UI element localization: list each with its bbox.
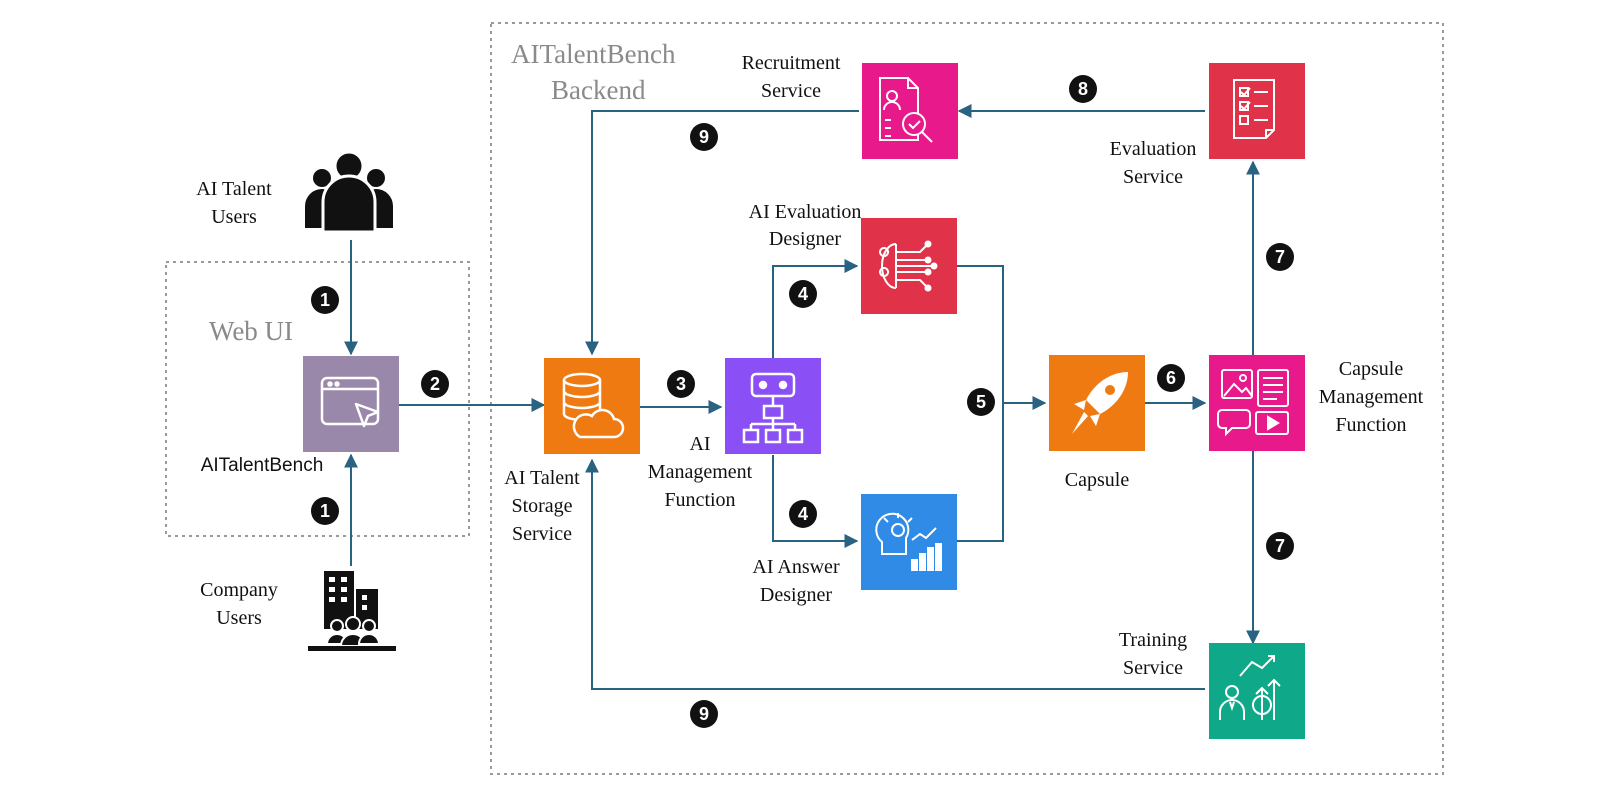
- connector-eval-designer-to-capsule: [953, 265, 1004, 403]
- evaluation-tile: [1209, 63, 1305, 159]
- svg-text:8: 8: [1078, 79, 1088, 99]
- step-badge: 8: [1069, 75, 1097, 103]
- step-badge: 3: [667, 370, 695, 398]
- evaluation-label-line2: Service: [1123, 166, 1183, 188]
- eval-designer-label-line1: AI Evaluation: [749, 201, 862, 223]
- database-cloud-icon: [562, 372, 625, 439]
- answer-designer-node[interactable]: [861, 494, 957, 590]
- step-badge: 9: [690, 123, 718, 151]
- step-badge: 4: [789, 280, 817, 308]
- svg-text:9: 9: [699, 127, 709, 147]
- svg-text:6: 6: [1166, 368, 1176, 388]
- training-tile: [1209, 643, 1305, 739]
- svg-text:4: 4: [798, 504, 808, 524]
- step-badge: 1: [311, 497, 339, 525]
- step-badge: 7: [1266, 532, 1294, 560]
- training-label-line1: Training: [1119, 629, 1187, 651]
- svg-text:4: 4: [798, 284, 808, 304]
- step-badge: 1: [311, 286, 339, 314]
- step-badge: 2: [421, 370, 449, 398]
- capsule-mgmt-label-line1: Capsule: [1339, 358, 1404, 380]
- storage-label-line2: Storage: [511, 495, 572, 517]
- management-label-line3: Function: [664, 489, 735, 511]
- svg-text:1: 1: [320, 290, 330, 310]
- connector-management-to-eval-designer: [772, 259, 859, 358]
- answer-designer-tile: [861, 494, 957, 590]
- management-label-line1: AI: [689, 433, 710, 455]
- evaluation-label-line1: Evaluation: [1110, 138, 1197, 160]
- robot-flowchart-icon: [742, 372, 804, 444]
- step-badge: 7: [1266, 243, 1294, 271]
- storage-label-line1: AI Talent: [504, 467, 580, 489]
- eval-designer-node[interactable]: [861, 218, 957, 314]
- storage-label-line3: Service: [512, 523, 572, 545]
- step-badge: 4: [789, 500, 817, 528]
- recruitment-label-line1: Recruitment: [742, 52, 841, 74]
- webui-group-title: Web UI: [209, 316, 293, 346]
- management-label-line2: Management: [648, 461, 753, 483]
- capsule-node[interactable]: [1049, 355, 1145, 451]
- company-users-label-line2: Users: [216, 607, 262, 629]
- company-users-label-line1: Company: [200, 579, 278, 601]
- webapp-label: AITalentBench: [201, 455, 324, 476]
- backend-group-title: AITalentBench: [511, 39, 676, 69]
- svg-text:9: 9: [699, 704, 709, 724]
- svg-text:7: 7: [1275, 536, 1285, 556]
- recruitment-label-line2: Service: [761, 80, 821, 102]
- answer-designer-label-line1: AI Answer: [752, 556, 840, 578]
- evaluation-node[interactable]: [1209, 63, 1305, 159]
- webui-group-boundary: [165, 261, 470, 537]
- resume-search-icon: [879, 77, 933, 143]
- step-badges: 1 1 2 3 4 4 5 6 7 7 8 9 9: [311, 75, 1294, 728]
- checklist-icon: [1233, 79, 1275, 139]
- svg-text:5: 5: [976, 392, 986, 412]
- management-node[interactable]: [725, 358, 821, 454]
- backend-group-boundary: [490, 22, 1444, 775]
- browser-cursor-icon: [320, 376, 380, 428]
- storage-node[interactable]: [544, 358, 640, 454]
- rocket-icon: [1072, 372, 1128, 434]
- step-badge: 9: [690, 700, 718, 728]
- training-label-line2: Service: [1123, 657, 1183, 679]
- webapp-node[interactable]: [303, 356, 399, 452]
- webapp-tile: [303, 356, 399, 452]
- training-node[interactable]: [1209, 643, 1305, 739]
- svg-text:1: 1: [320, 501, 330, 521]
- svg-text:3: 3: [676, 374, 686, 394]
- step-badge: 6: [1157, 364, 1185, 392]
- connector-management-to-answer-designer: [772, 455, 859, 548]
- eval-designer-label-line2: Designer: [769, 228, 842, 250]
- capsule-mgmt-node[interactable]: [1209, 355, 1305, 451]
- company-building-icon: [308, 571, 396, 651]
- growth-training-icon: [1219, 655, 1281, 720]
- media-content-icon: [1217, 369, 1289, 437]
- connector-training-to-storage: [585, 458, 1205, 690]
- talent-users-label-line1: AI Talent: [196, 178, 272, 200]
- answer-designer-label-line2: Designer: [760, 584, 833, 606]
- step-badge: 5: [967, 388, 995, 416]
- capsule-mgmt-label-line2: Management: [1319, 386, 1424, 408]
- neural-chip-icon: [879, 240, 938, 292]
- connector-answer-designer-to-capsule: [953, 403, 1004, 542]
- svg-text:2: 2: [430, 374, 440, 394]
- backend-group-subtitle: Backend: [551, 75, 646, 105]
- svg-text:7: 7: [1275, 247, 1285, 267]
- talent-users-label-line2: Users: [211, 206, 257, 228]
- capsule-mgmt-label-line3: Function: [1335, 414, 1406, 436]
- connectors: [344, 104, 1260, 690]
- capsule-label: Capsule: [1065, 469, 1130, 491]
- connector-recruitment-to-storage: [585, 110, 859, 356]
- lightbulb-chart-icon: [875, 512, 942, 571]
- recruitment-node[interactable]: [862, 63, 958, 159]
- users-group-icon: [305, 150, 393, 234]
- recruitment-tile: [862, 63, 958, 159]
